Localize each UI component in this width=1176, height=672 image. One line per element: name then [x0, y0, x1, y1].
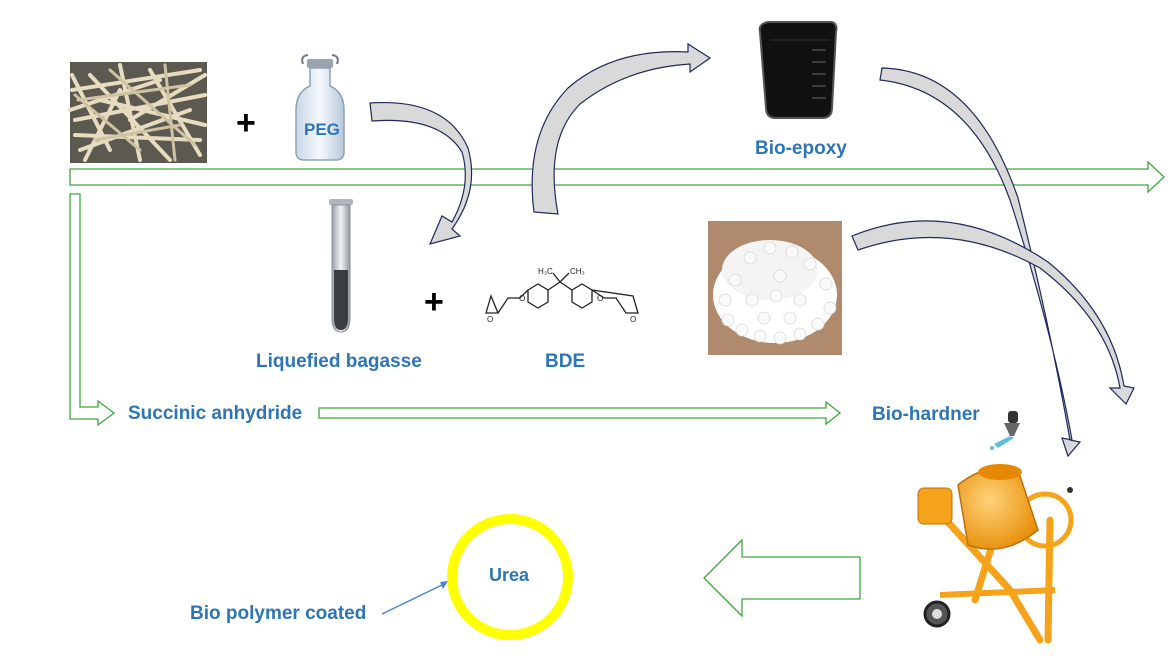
plus-sign: +	[424, 283, 444, 321]
dropper-image	[990, 411, 1020, 450]
bio-epoxy-label: Bio-epoxy	[755, 138, 847, 159]
svg-text:H₃C: H₃C	[538, 267, 553, 276]
bagasse-image	[68, 62, 207, 163]
curved-arrow-bde-to-epoxy	[531, 42, 712, 215]
urea-label: Urea	[489, 565, 530, 585]
svg-text:O: O	[597, 294, 603, 303]
beaker-image	[758, 21, 838, 119]
plus-sign: +	[236, 104, 256, 142]
svg-text:O: O	[519, 294, 525, 303]
main-flow-arrow	[69, 160, 1165, 194]
mixer-image	[917, 464, 1074, 644]
bio-hardner-label: Bio-hardner	[872, 404, 980, 425]
bde-structure: H₃C CH₃ O O O O	[485, 267, 639, 324]
succinic-anhydride-label: Succinic anhydride	[128, 403, 303, 424]
succinic-flow-arrow	[318, 400, 842, 426]
mixer-output-arrow	[703, 538, 861, 618]
svg-text:CH₃: CH₃	[570, 267, 585, 276]
granules-image	[708, 221, 842, 355]
liquefied-bagasse-label: Liquefied bagasse	[256, 351, 422, 372]
bde-label: BDE	[545, 351, 586, 372]
bio-polymer-coated-label: Bio polymer coated	[190, 603, 367, 624]
urea-ring	[447, 514, 573, 640]
svg-text:O: O	[630, 315, 636, 324]
peg-bottle-image	[295, 54, 345, 161]
coated-pointer-arrow	[381, 581, 448, 615]
curved-arrow-granules-to-mixer	[851, 220, 1135, 406]
curved-arrow-epoxy-to-mixer	[879, 67, 1082, 458]
side-flow-arrow	[69, 193, 116, 427]
test-tube-image	[329, 199, 353, 333]
peg-label: PEG	[304, 120, 340, 139]
curved-arrow-peg-to-tube	[369, 101, 473, 245]
svg-text:O: O	[487, 315, 493, 324]
